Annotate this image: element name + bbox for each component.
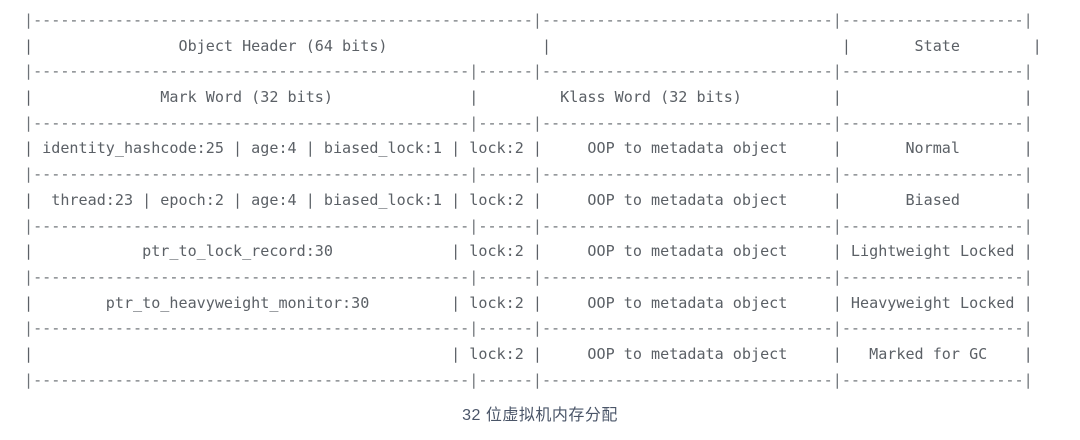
object-header-ascii-table: |---------------------------------------… [24, 8, 1042, 393]
figure-caption: 32 位虚拟机内存分配 [462, 407, 618, 424]
table-row-lightweight-locked: | ptr_to_lock_record:30 | lock:2 | OOP t… [24, 242, 1033, 261]
table-rule: |---------------------------------------… [24, 267, 1033, 286]
table-row-object-header: | Object Header (64 bits) | | State | [24, 36, 1042, 55]
table-rule: |---------------------------------------… [24, 319, 1033, 338]
table-row-word-headers: | Mark Word (32 bits) | Klass Word (32 b… [24, 88, 1033, 107]
table-row-biased: | thread:23 | epoch:2 | age:4 | biased_l… [24, 190, 1033, 209]
table-row-marked-for-gc: | | lock:2 | OOP to metadata object | Ma… [24, 344, 1033, 363]
table-rule: |---------------------------------------… [24, 11, 1033, 29]
table-rule: |---------------------------------------… [24, 165, 1033, 184]
table-rule: |---------------------------------------… [24, 370, 1033, 389]
table-rule: |---------------------------------------… [24, 216, 1033, 235]
table-rule: |---------------------------------------… [24, 113, 1033, 132]
table-rule: |---------------------------------------… [24, 62, 1033, 81]
table-row-normal: | identity_hashcode:25 | age:4 | biased_… [24, 139, 1033, 158]
table-row-heavyweight-locked: | ptr_to_heavyweight_monitor:30 | lock:2… [24, 293, 1033, 312]
